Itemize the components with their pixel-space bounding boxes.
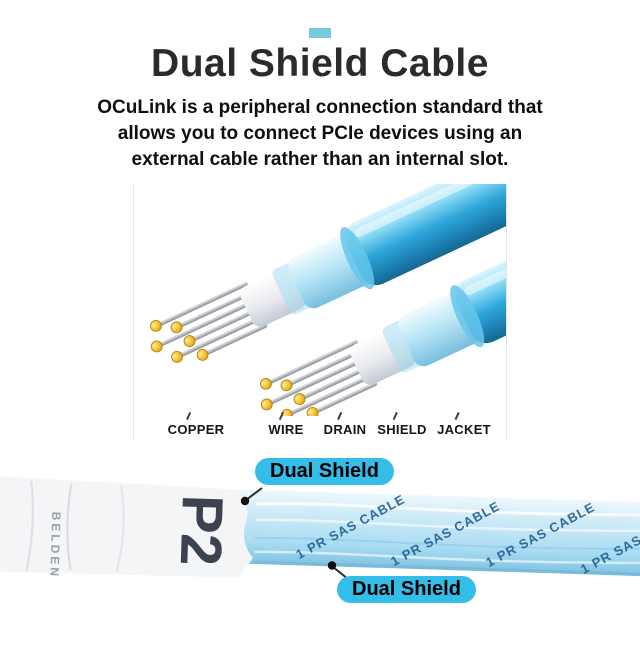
layer-label-text: SHIELD <box>377 421 427 437</box>
layer-label-jacket: JACKET <box>437 411 491 437</box>
leader-dot-top <box>240 496 250 505</box>
intro-line-1: OCuLink is a peripheral connection stand… <box>97 97 543 118</box>
callout-leaders <box>240 486 349 580</box>
brand-print-text: BELDEN <box>47 511 63 579</box>
tick-mark-icon <box>337 411 343 420</box>
layer-label-text: COPPER <box>167 421 225 437</box>
layer-label-copper: COPPER <box>167 411 225 437</box>
layer-label-wire: WIRE <box>268 411 304 437</box>
layer-label-drain: DRAIN <box>323 411 367 437</box>
layer-label-text: JACKET <box>437 421 491 437</box>
intro-line-2: allows you to connect PCIe devices using… <box>117 123 523 145</box>
tick-mark-icon <box>185 411 192 420</box>
layer-label-shield: SHIELD <box>377 411 427 437</box>
product-infographic: Dual Shield Cable OCuLink is a periphera… <box>0 28 640 633</box>
tick-mark-icon <box>393 411 399 420</box>
intro-text: OCuLink is a peripheral connection stand… <box>0 95 640 174</box>
cable-photo-panel: 1 PR SAS CABLE 1 PR SAS CABLE 1 PR SAS C… <box>0 448 640 633</box>
callout-dual-shield-top: Dual Shield <box>255 457 394 485</box>
connector-marking-p2: P2 <box>168 493 235 566</box>
cable-label-wrap <box>0 474 254 578</box>
callout-label: Dual Shield <box>270 459 379 482</box>
title-accent-bar <box>309 28 331 38</box>
tick-mark-icon <box>454 411 460 420</box>
layer-label-text: WIRE <box>268 421 304 437</box>
cable-photo-illustration: 1 PR SAS CABLE 1 PR SAS CABLE 1 PR SAS C… <box>0 474 640 580</box>
layer-labels-row: COPPER WIRE DRAIN SHIELD JACKET <box>134 411 506 440</box>
callout-label: Dual Shield <box>352 577 461 600</box>
page-title: Dual Shield Cable <box>151 42 489 85</box>
cable-cutaway-panel: COPPER WIRE DRAIN SHIELD JACKET <box>133 183 507 440</box>
intro-line-3: external cable rather than an internal s… <box>131 149 509 171</box>
leader-dot-bottom <box>327 560 337 570</box>
flat-cable: 1 PR SAS CABLE 1 PR SAS CABLE 1 PR SAS C… <box>0 474 640 579</box>
layer-label-text: DRAIN <box>323 421 367 437</box>
cable-cutaway-illustration <box>138 183 506 416</box>
callout-dual-shield-bottom: Dual Shield <box>337 575 476 603</box>
tick-mark-icon <box>279 411 285 420</box>
